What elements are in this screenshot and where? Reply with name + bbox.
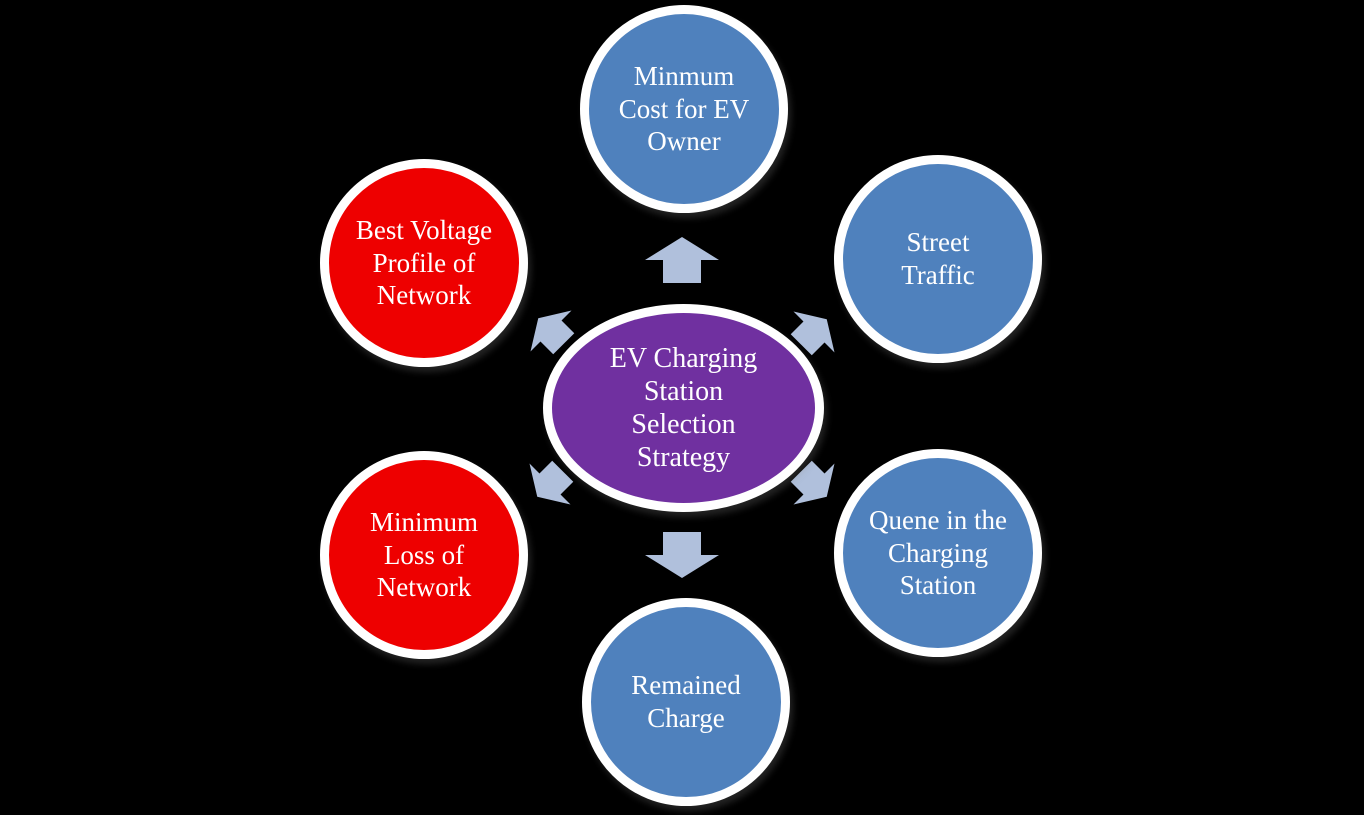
node-ev-charging-strategy: EV Charging Station Selection Strategy — [543, 304, 824, 512]
arrow-down-right-icon — [780, 450, 848, 518]
arrow-up-right-icon — [780, 298, 848, 366]
node-minimum-cost-ev-owner: Minmum Cost for EV Owner — [580, 5, 788, 213]
arrow-down-left-icon — [516, 450, 584, 518]
node-queue-in-charging-station: Quene in the Charging Station — [834, 449, 1042, 657]
node-best-voltage-profile: Best Voltage Profile of Network — [320, 159, 528, 367]
node-label: Remained Charge — [631, 670, 741, 733]
node-label: Minmum Cost for EV Owner — [618, 60, 750, 157]
node-label: Minimum Loss of Network — [369, 506, 478, 603]
arrow-down-icon — [645, 532, 719, 578]
node-remained-charge: Remained Charge — [582, 598, 790, 806]
node-street-traffic: Street Traffic — [834, 155, 1042, 363]
arrow-up-left-icon — [517, 297, 585, 365]
arrow-up-icon — [645, 237, 719, 283]
node-label: Quene in the Charging Station — [869, 504, 1007, 601]
node-label: Street Traffic — [901, 227, 975, 290]
node-label: EV Charging Station Selection Strategy — [609, 342, 758, 474]
node-label: Best Voltage Profile of Network — [355, 214, 493, 311]
node-minimum-loss-of-network: Minimum Loss of Network — [320, 451, 528, 659]
